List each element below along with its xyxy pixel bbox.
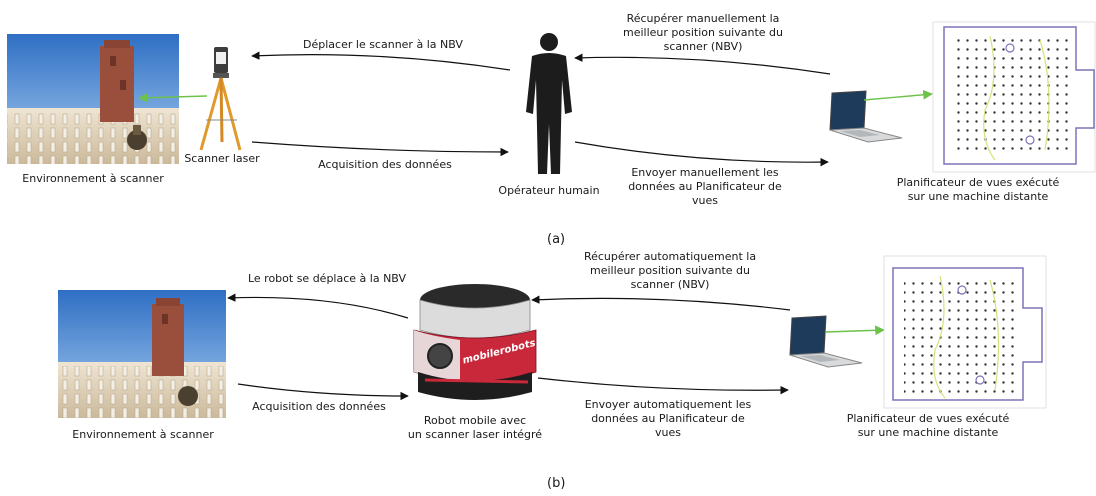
environment-label-a: Environnement à scanner <box>22 172 164 185</box>
arrow-acquire-a <box>251 141 509 157</box>
arrow-acquire-label-a: Acquisition des données <box>318 158 452 171</box>
arrow-retrieve-label-a: Récupérer manuellement la meilleur posit… <box>623 12 783 53</box>
human-operator <box>526 33 572 174</box>
mobile-robot <box>413 284 537 400</box>
arrow-send-label-b: Envoyer automatiquement les données au P… <box>584 398 752 439</box>
robot-label: Robot mobile avec un scanner laser intég… <box>407 414 543 441</box>
planner-map-a <box>932 21 1096 173</box>
laser-scanner <box>199 47 242 151</box>
arrow-move-b <box>227 293 409 319</box>
arrow-move-label-b: Le robot se déplace à la NBV <box>247 272 407 285</box>
laptop-a <box>829 90 903 143</box>
planner-map-b <box>883 255 1047 409</box>
laptop-arrow-b <box>825 325 885 336</box>
environment-photo-b <box>58 290 226 418</box>
arrow-send-label-a: Envoyer manuellement les données au Plan… <box>628 166 782 207</box>
arrow-acquire-label-b: Acquisition des données <box>252 400 386 413</box>
arrow-retrieve-b <box>531 295 791 311</box>
panel-b-label: (b) <box>547 476 566 491</box>
arrow-acquire-b <box>237 383 409 401</box>
arrow-send-b <box>537 377 789 395</box>
panel-a-label: (a) <box>547 232 566 247</box>
planner-label-b: Planificateur de vues exécuté sur une ma… <box>846 412 1010 439</box>
operator-label: Opérateur humain <box>498 184 600 197</box>
environment-photo-a <box>7 34 179 164</box>
environment-label-b: Environnement à scanner <box>72 428 214 441</box>
scanner-label: Scanner laser <box>184 152 260 165</box>
arrow-send-a <box>574 141 829 167</box>
laser-arrow-a <box>138 92 208 103</box>
arrow-retrieve-label-b: Récupérer automatiquement la meilleur po… <box>583 250 757 291</box>
planner-label-a: Planificateur de vues exécuté sur une ma… <box>896 176 1060 203</box>
arrow-move-label-a: Déplacer le scanner à la NBV <box>303 38 463 51</box>
laptop-b <box>789 315 863 368</box>
laptop-arrow-a <box>863 89 933 101</box>
arrow-move-a <box>251 51 511 71</box>
arrow-retrieve-a <box>574 53 831 75</box>
